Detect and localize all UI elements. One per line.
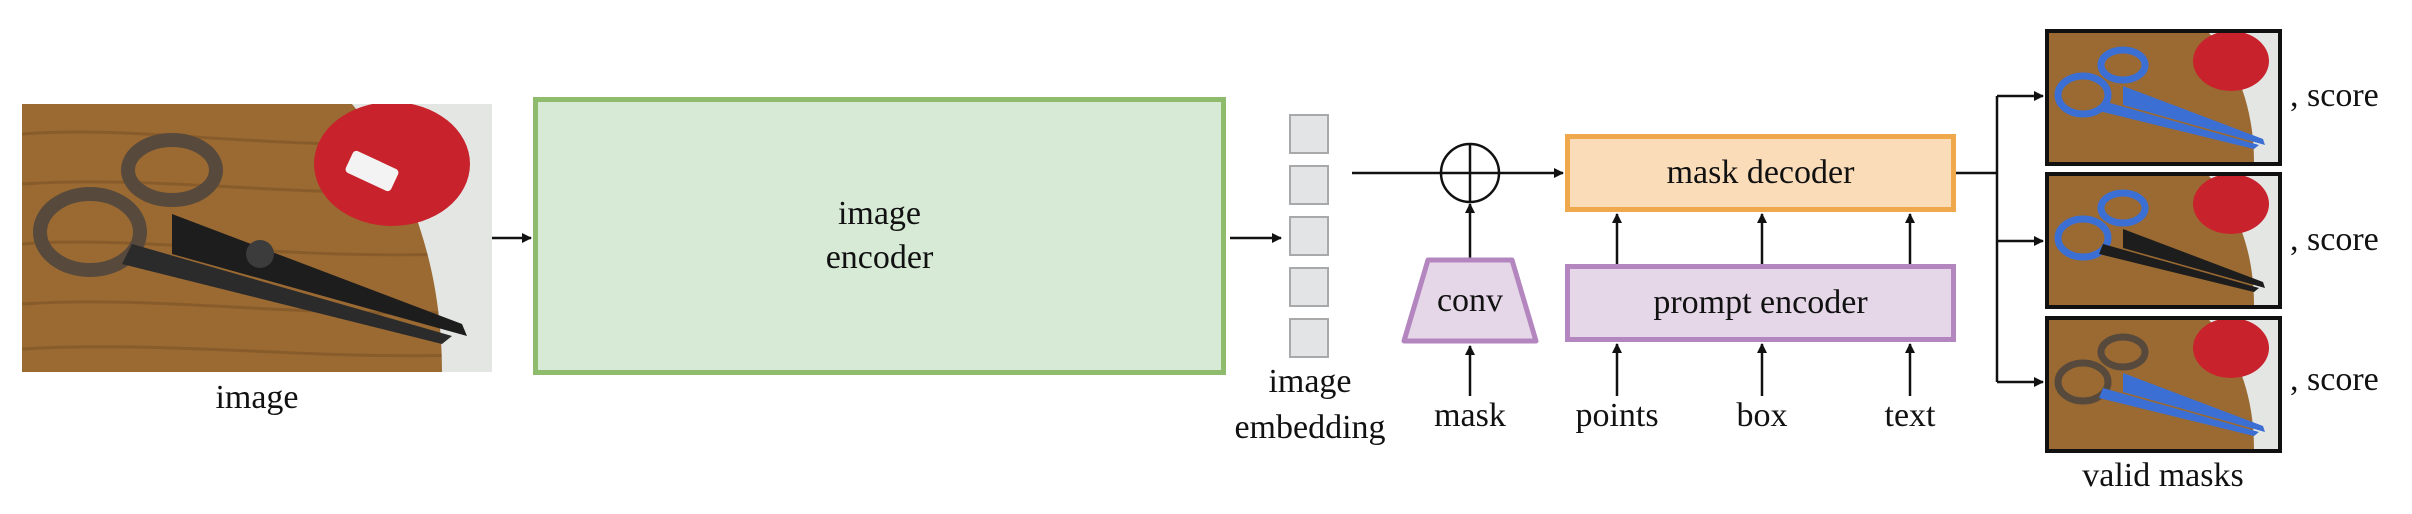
text-label: text (1884, 397, 1936, 434)
score-label-3: , score (2290, 361, 2379, 398)
embedding-token (1289, 165, 1329, 205)
output-mask-1 (2045, 29, 2282, 166)
prompt-encoder-block: prompt encoder (1565, 264, 1956, 342)
embedding-token (1289, 318, 1329, 358)
input-image (22, 104, 492, 372)
mask-decoder-label: mask decoder (1666, 154, 1855, 191)
mask-decoder-block: mask decoder (1565, 134, 1956, 212)
embedding-token (1289, 114, 1329, 154)
conv-label: conv (1436, 282, 1504, 319)
output-mask-2 (2045, 172, 2282, 309)
score-label-2: , score (2290, 221, 2379, 258)
output-mask-3 (2045, 316, 2282, 453)
image-embedding-label-line2: embedding (1234, 409, 1386, 446)
mask-thumbnail-image (2049, 176, 2278, 305)
image-encoder-label-line1: image (837, 195, 922, 232)
embedding-token (1289, 216, 1329, 256)
valid-masks-label: valid masks (2082, 457, 2244, 494)
image-embedding-stack (1289, 114, 1331, 364)
sum-node (1439, 142, 1501, 204)
image-encoder-label-line2: encoder (825, 239, 934, 276)
mask-thumbnail-image (2049, 33, 2278, 162)
score-label-1: , score (2290, 77, 2379, 114)
image-embedding-label-line1: image (1268, 363, 1352, 400)
mask-input-label: mask (1434, 397, 1506, 434)
embedding-token (1289, 267, 1329, 307)
box-label: box (1736, 397, 1788, 434)
image-encoder-block: image encoder (533, 97, 1226, 375)
mask-thumbnail-image (2049, 320, 2278, 449)
image-label: image (215, 379, 299, 416)
points-label: points (1575, 397, 1659, 434)
conv-block (1401, 257, 1539, 344)
prompt-encoder-label: prompt encoder (1653, 284, 1868, 321)
